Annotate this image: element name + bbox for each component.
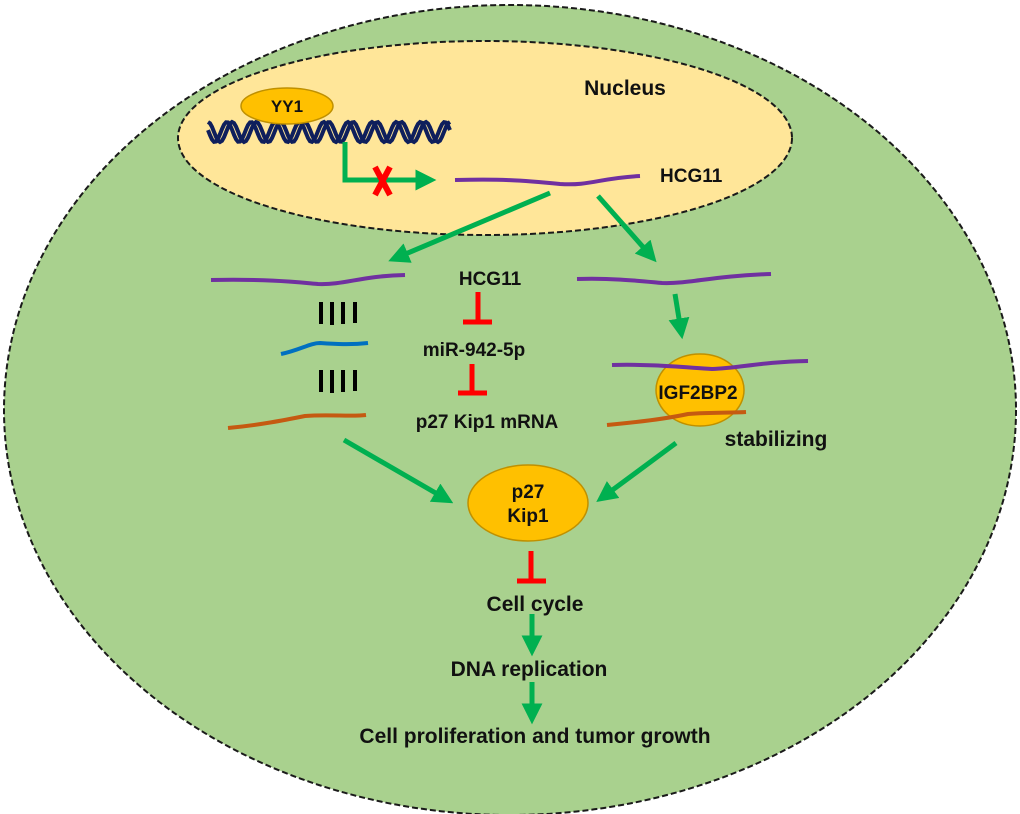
igf2bp2-protein bbox=[655, 353, 745, 427]
hcg11-to-igf2bp2-arrow bbox=[668, 293, 690, 340]
p27-label-line1: p27 bbox=[512, 482, 545, 503]
base-pairing-icon bbox=[319, 370, 357, 393]
outcome-label: Cell proliferation and tumor growth bbox=[359, 725, 710, 748]
stabilizing-label: stabilizing bbox=[725, 428, 828, 451]
yy1-protein bbox=[240, 87, 334, 125]
inhibition-icon bbox=[463, 292, 492, 325]
p27-mrna-bound bbox=[606, 410, 747, 427]
mir942-label: miR-942-5p bbox=[423, 340, 525, 361]
mrna-to-p27-arrow bbox=[342, 437, 454, 504]
hcg11-rna-bound bbox=[611, 359, 809, 372]
export-arrow-right bbox=[596, 194, 657, 263]
p27-label-line2: Kip1 bbox=[507, 506, 549, 527]
igf2bp2-label: IGF2BP2 bbox=[658, 383, 737, 404]
hcg11-rna-nuclear bbox=[454, 174, 641, 187]
inhibition-icon bbox=[517, 551, 546, 584]
cell-cycle-label: Cell cycle bbox=[487, 593, 584, 616]
hcg11-cyto-label: HCG11 bbox=[459, 269, 522, 290]
transcription-arrow bbox=[342, 142, 437, 191]
export-arrow-left bbox=[388, 190, 551, 263]
p27-kip1-protein bbox=[467, 464, 589, 542]
p27-mrna-left bbox=[227, 413, 367, 430]
mir942-rna bbox=[280, 340, 369, 356]
hcg11-rna-cyto-left bbox=[210, 273, 406, 287]
base-pairing-icon bbox=[319, 302, 357, 325]
dna-replication-label: DNA replication bbox=[451, 658, 608, 681]
dna-helix-icon bbox=[206, 119, 452, 145]
hcg11-rna-cyto-right bbox=[576, 272, 772, 286]
nucleus-envelope bbox=[177, 40, 793, 236]
blocked-x-icon bbox=[372, 165, 393, 197]
p27-mrna-label: p27 Kip1 mRNA bbox=[416, 412, 559, 433]
hcg11-nuclear-label: HCG11 bbox=[660, 166, 723, 187]
inhibition-icon bbox=[458, 364, 487, 396]
nucleus-label: Nucleus bbox=[584, 77, 666, 100]
igf2bp2-to-p27-arrow bbox=[596, 440, 678, 502]
yy1-label: YY1 bbox=[271, 97, 303, 116]
cell-membrane bbox=[3, 4, 1017, 814]
